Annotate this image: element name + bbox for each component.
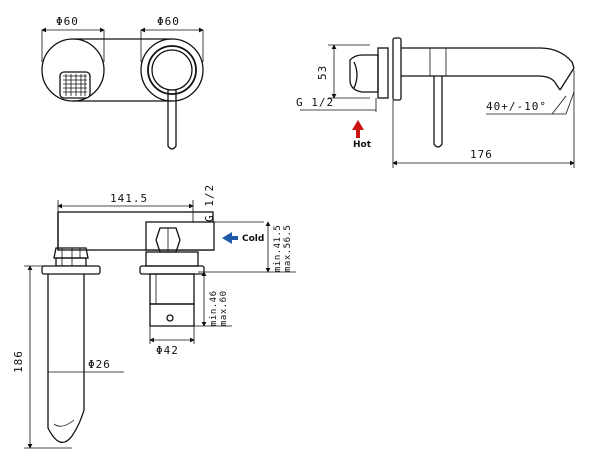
label-hot: Hot (353, 140, 372, 150)
label-dia-26: Φ26 (88, 358, 111, 371)
label-thread-top: G 1/2 (296, 96, 334, 109)
label-dia-right: Φ60 (157, 15, 180, 28)
cold-arrow-icon (222, 232, 238, 244)
label-dia-left: Φ60 (56, 15, 79, 28)
label-depth-max2: max.60 (219, 290, 229, 326)
aerator-pattern (63, 74, 87, 96)
label-depth-min1: min.41.5 (273, 225, 283, 272)
label-length-176: 176 (470, 148, 493, 161)
label-width-1415: 141.5 (110, 192, 148, 205)
label-thread-side: G 1/2 (203, 184, 216, 222)
label-angle: 40+/-10° (486, 100, 547, 113)
label-dia-42: Φ42 (156, 344, 179, 357)
front-view: Φ60 Φ60 (41, 15, 204, 150)
label-depth-max1: max.56.5 (283, 225, 293, 272)
label-height-186: 186 (12, 350, 25, 373)
section-view: 141.5 G 1/2 Cold (12, 184, 296, 449)
label-height-53: 53 (316, 65, 329, 80)
label-cold: Cold (242, 234, 264, 244)
label-depth-min2: min.46 (209, 290, 219, 326)
side-view: 53 G 1/2 Hot 40+/-10° 176 (296, 37, 575, 168)
hot-arrow-icon (352, 120, 364, 138)
